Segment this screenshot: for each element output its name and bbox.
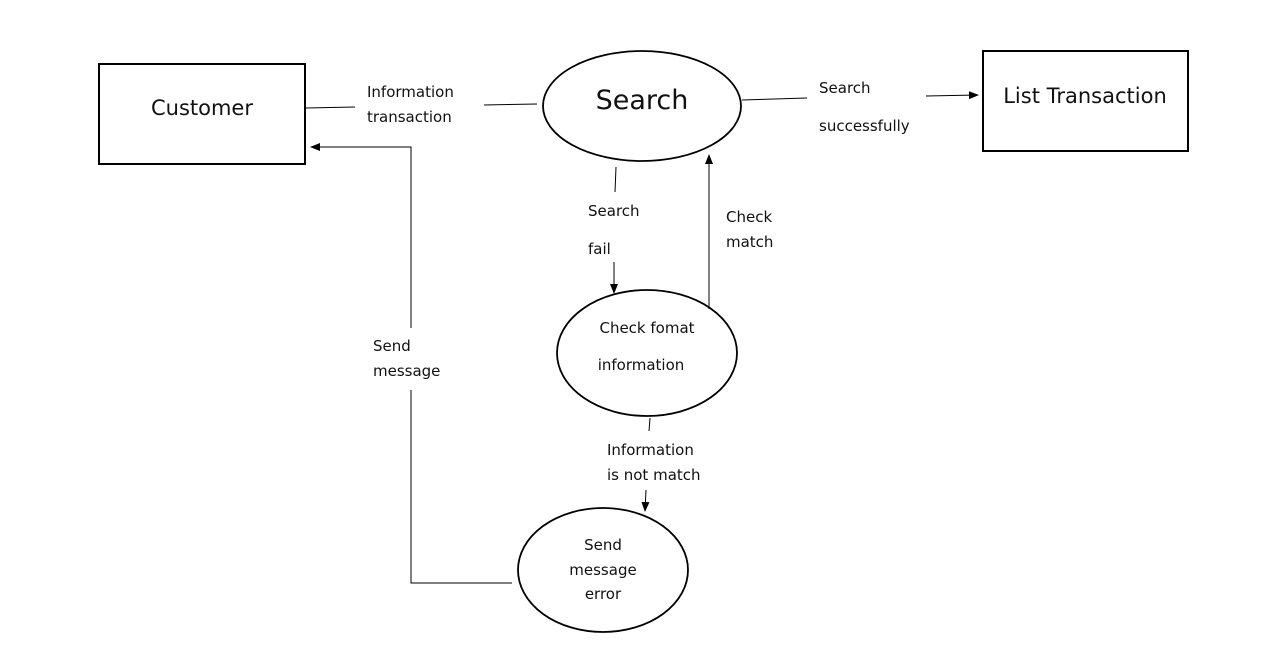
node-check-format-line2: information — [598, 356, 685, 374]
edge-check-match-line2: match — [726, 233, 773, 251]
node-send-error-line3: error — [585, 585, 622, 603]
edge-info-not-match-line2: is not match — [607, 466, 701, 484]
edge-search-successfully-line1: Search — [819, 79, 871, 97]
edge-info-not-match-line1: Information — [607, 441, 694, 459]
edge-info-not-match: Information is not match — [607, 417, 701, 512]
edge-search-fail-line1: Search — [588, 202, 640, 220]
node-send-error-line2: message — [569, 561, 636, 579]
node-check-format: Check fomat information — [556, 289, 738, 417]
node-customer: Customer — [98, 63, 306, 165]
edge-info-transaction-line2: transaction — [367, 108, 452, 126]
edge-check-match: Check match — [705, 154, 773, 309]
node-search: Search — [542, 50, 742, 162]
node-search-label: Search — [596, 85, 689, 116]
edge-send-message-line2: message — [373, 362, 440, 380]
edge-check-match-line1: Check — [726, 208, 772, 226]
node-list-transaction: List Transaction — [982, 50, 1189, 152]
node-send-error-line1: Send — [584, 536, 622, 554]
edge-search-successfully-line2: successfully — [819, 117, 910, 135]
edge-info-transaction-line1: Information — [367, 83, 454, 101]
edge-info-transaction: Information transaction — [305, 83, 538, 126]
node-list-transaction-label: List Transaction — [1003, 84, 1167, 108]
node-customer-label: Customer — [151, 96, 253, 120]
edge-search-fail: Search fail — [588, 166, 640, 294]
edge-send-message-line1: Send — [373, 337, 411, 355]
node-send-error: Send message error — [517, 507, 689, 633]
edge-send-message: Send message — [310, 143, 512, 584]
edge-search-fail-line2: fail — [588, 240, 611, 258]
edge-search-successfully: Search successfully — [741, 79, 979, 135]
node-check-format-line1: Check fomat — [599, 319, 694, 337]
